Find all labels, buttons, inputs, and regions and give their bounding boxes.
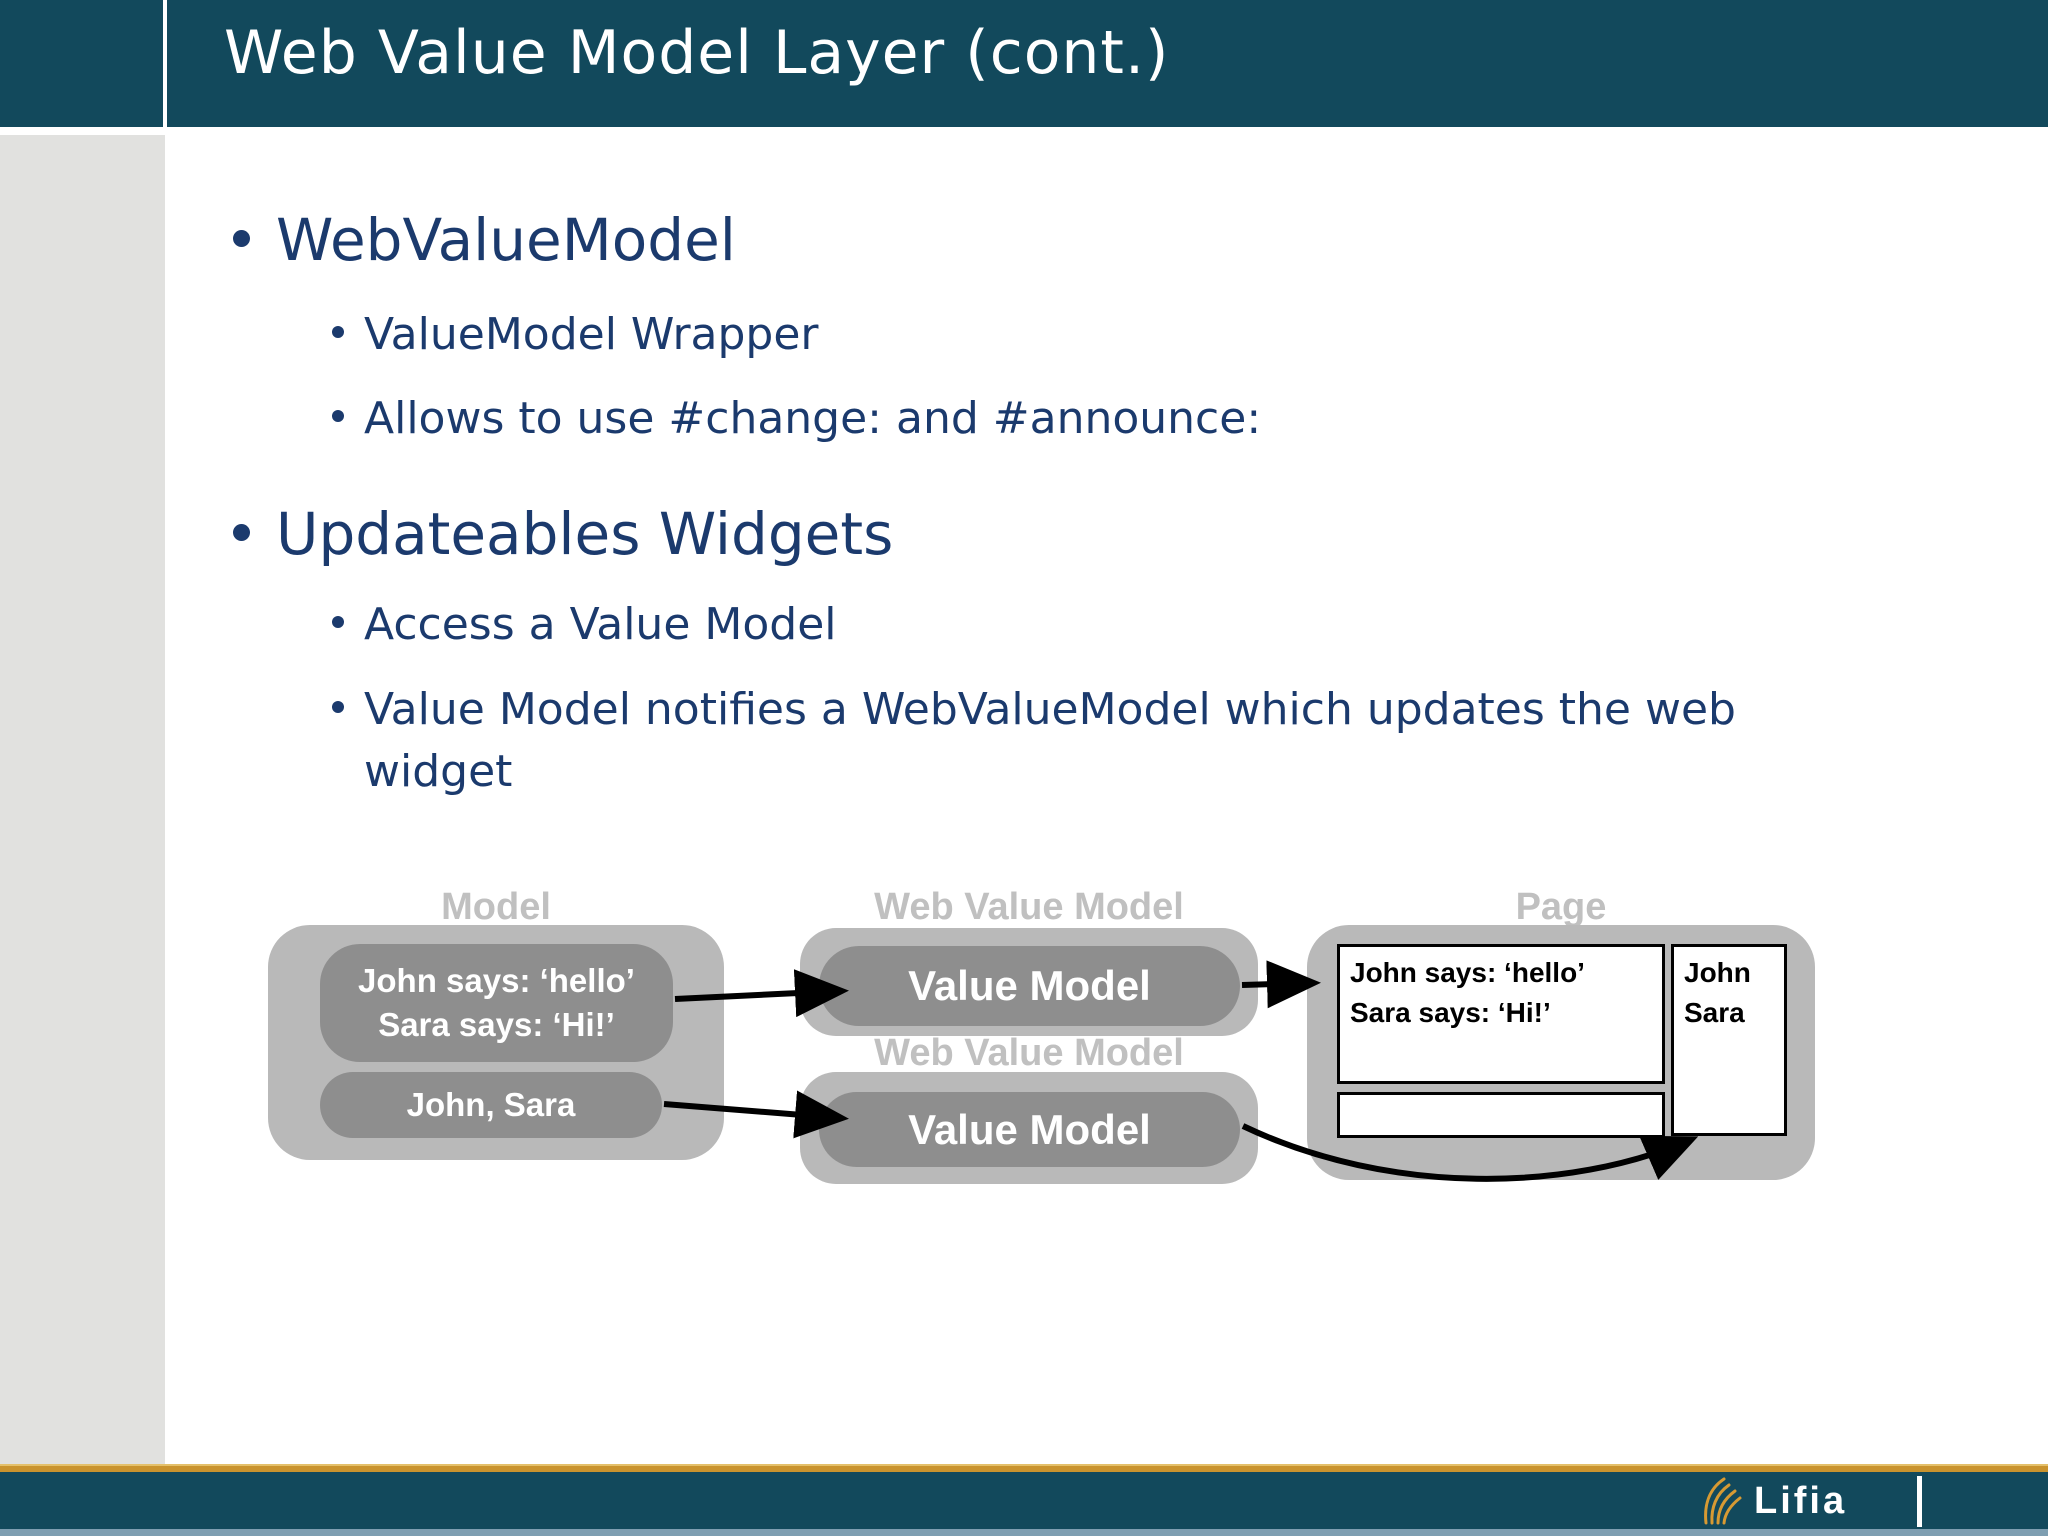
- bullet-dot: [233, 524, 250, 541]
- page-textarea-line2: Sara says: ‘Hi!’: [1350, 997, 1551, 1028]
- bullet-item-allows-change-announce: Allows to use #change: and #announce:: [332, 388, 1261, 450]
- model-pill-conversation: John says: ‘hello’ Sara says: ‘Hi!’: [320, 944, 673, 1062]
- bullet-dot: [332, 410, 344, 422]
- page-list-item: Sara: [1684, 997, 1745, 1028]
- page-textarea[interactable]: John says: ‘hello’ Sara says: ‘Hi!’: [1337, 944, 1665, 1084]
- value-model-text: Value Model: [908, 962, 1151, 1009]
- model-pill-users: John, Sara: [320, 1072, 662, 1138]
- footer-gold-line: [0, 1464, 2048, 1472]
- web-value-model-pill-1: Value Model: [819, 946, 1240, 1026]
- bullet-text: WebValueModel: [276, 206, 736, 274]
- bullet-item-value-model-notifies: Value Model notifies a WebValueModel whi…: [332, 679, 1854, 803]
- bullet-item-access-value-model: Access a Value Model: [332, 594, 836, 656]
- page-title: Web Value Model Layer (cont.): [224, 18, 1170, 88]
- bullet-text: Updateables Widgets: [276, 500, 894, 568]
- bullet-dot: [332, 701, 344, 713]
- bullet-text: Allows to use #change: and #announce:: [364, 393, 1262, 444]
- web-value-model-pill-2: Value Model: [819, 1092, 1240, 1167]
- model-pill-line2: Sara says: ‘Hi!’: [378, 1006, 615, 1043]
- slide-header-bar: [0, 0, 2048, 127]
- diagram-label-web-value-model-2: Web Value Model: [874, 1032, 1184, 1074]
- model-pill-users-text: John, Sara: [406, 1086, 576, 1123]
- lifia-logo: Lifia: [1700, 1476, 1847, 1526]
- page-list-box[interactable]: John Sara: [1671, 944, 1787, 1136]
- page-list-item: John: [1684, 957, 1751, 988]
- lifia-logo-icon: [1704, 1477, 1742, 1525]
- header-accent-line: [163, 0, 167, 127]
- bullet-item-webvaluemodel: WebValueModel: [233, 206, 736, 276]
- page-textarea-line1: John says: ‘hello’: [1350, 957, 1585, 988]
- diagram-label-web-value-model-1: Web Value Model: [874, 886, 1184, 928]
- model-pill-line1: John says: ‘hello’: [358, 962, 635, 999]
- diagram-label-page: Page: [1515, 886, 1607, 928]
- diagram-label-model: Model: [441, 886, 551, 928]
- page-input-field[interactable]: [1337, 1092, 1665, 1138]
- bullet-text: ValueModel Wrapper: [364, 309, 819, 360]
- bullet-item-updateables-widgets: Updateables Widgets: [233, 500, 893, 570]
- bullet-dot: [332, 326, 344, 338]
- bullet-item-valuemodel-wrapper: ValueModel Wrapper: [332, 304, 819, 366]
- left-margin-strip: [0, 135, 165, 1465]
- bullet-text: Value Model notifies a WebValueModel whi…: [364, 684, 1736, 797]
- bullet-text: Access a Value Model: [364, 599, 837, 650]
- footer-steel-line: [0, 1529, 2048, 1536]
- bullet-dot: [332, 616, 344, 628]
- footer-divider-line: [1917, 1476, 1922, 1527]
- lifia-logo-text: Lifia: [1754, 1479, 1848, 1522]
- bullet-dot: [233, 230, 250, 247]
- value-model-text: Value Model: [908, 1105, 1151, 1153]
